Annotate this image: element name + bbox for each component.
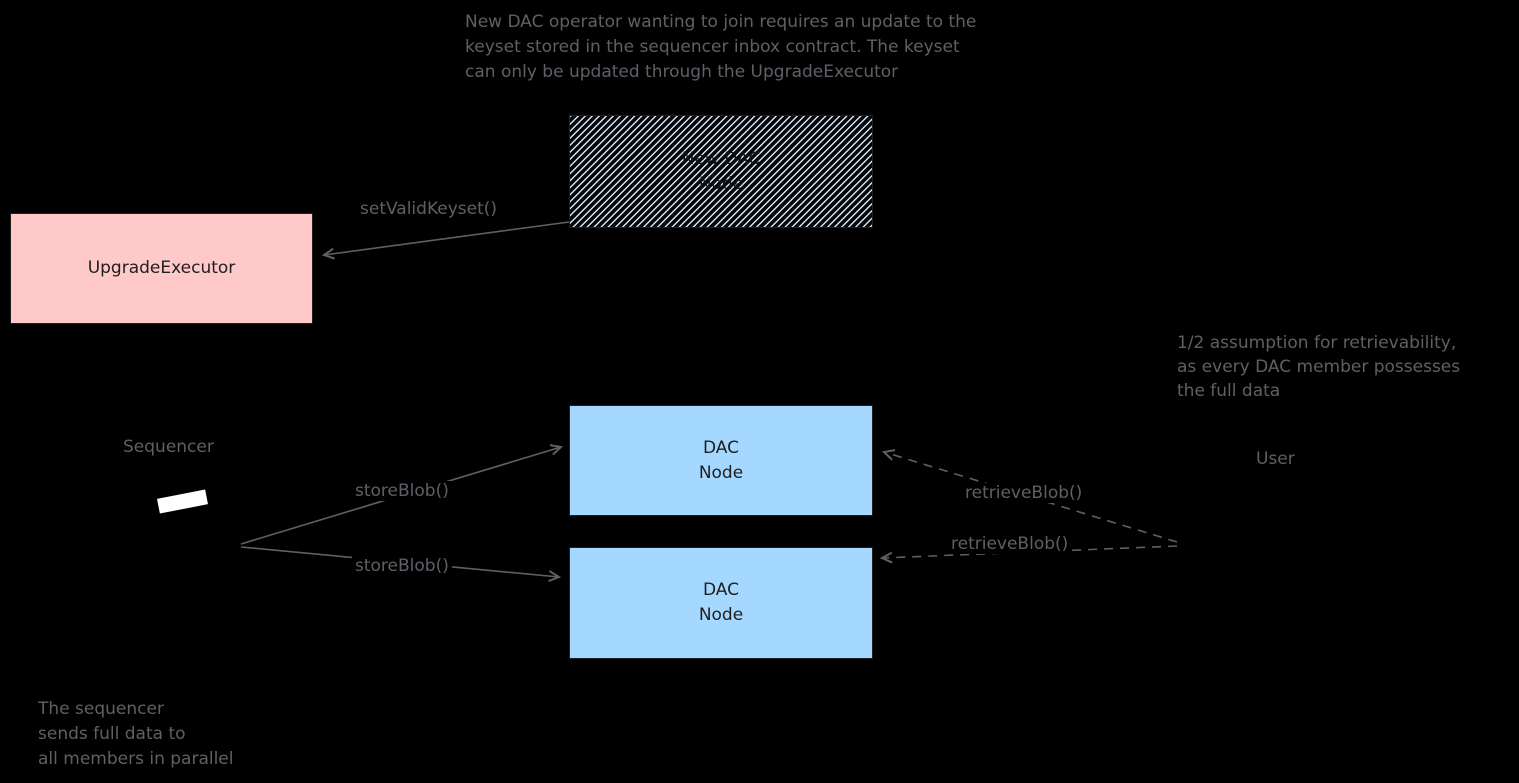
annotation-line: sends full data to bbox=[38, 724, 186, 744]
node-label-line: Node bbox=[698, 173, 744, 194]
annotation-line: New DAC operator wanting to join require… bbox=[465, 12, 977, 32]
actor-user-label: User bbox=[1256, 449, 1295, 469]
node-new-dac: New DAC Node bbox=[569, 115, 873, 228]
annotation-line: can only be updated through the UpgradeE… bbox=[465, 62, 899, 82]
edge-set-valid-keyset bbox=[321, 221, 570, 260]
edge-label-store-blob-bottom: storeBlob() bbox=[352, 556, 452, 576]
actor-sequencer-label: Sequencer bbox=[123, 437, 214, 457]
annotation-sequencer-broadcast: The sequencer sends full data to all mem… bbox=[38, 697, 234, 772]
node-label-line: DAC bbox=[703, 580, 739, 600]
edge-label-set-valid-keyset: setValidKeyset() bbox=[357, 199, 501, 219]
annotation-keyset-update: New DAC operator wanting to join require… bbox=[465, 10, 976, 85]
node-upgrade-executor: UpgradeExecutor bbox=[10, 213, 313, 324]
annotation-line: keyset stored in the sequencer inbox con… bbox=[465, 37, 960, 57]
edge-label-retrieve-blob-top: retrieveBlob() bbox=[962, 483, 1086, 503]
node-label-line: New DAC bbox=[681, 148, 761, 169]
annotation-line: all members in parallel bbox=[38, 749, 234, 769]
node-label-line: Node bbox=[698, 605, 744, 625]
annotation-line: The sequencer bbox=[38, 699, 164, 719]
node-label: UpgradeExecutor bbox=[87, 258, 236, 278]
edge-label-retrieve-blob-bottom: retrieveBlob() bbox=[948, 534, 1072, 554]
node-dac-bottom: DAC Node bbox=[569, 547, 873, 659]
annotation-line: 1/2 assumption for retrievability, bbox=[1177, 333, 1457, 353]
sequencer-shape-fragment bbox=[157, 489, 208, 514]
node-label-line: Node bbox=[698, 462, 744, 483]
node-dac-top: DAC Node bbox=[569, 405, 873, 516]
annotation-line: the full data bbox=[1177, 381, 1281, 401]
annotation-line: as every DAC member possesses bbox=[1177, 357, 1461, 377]
edge-label-store-blob-top: storeBlob() bbox=[352, 481, 452, 501]
annotation-retrievability: 1/2 assumption for retrievability, as ev… bbox=[1177, 331, 1460, 403]
node-label-line: DAC bbox=[703, 437, 739, 458]
